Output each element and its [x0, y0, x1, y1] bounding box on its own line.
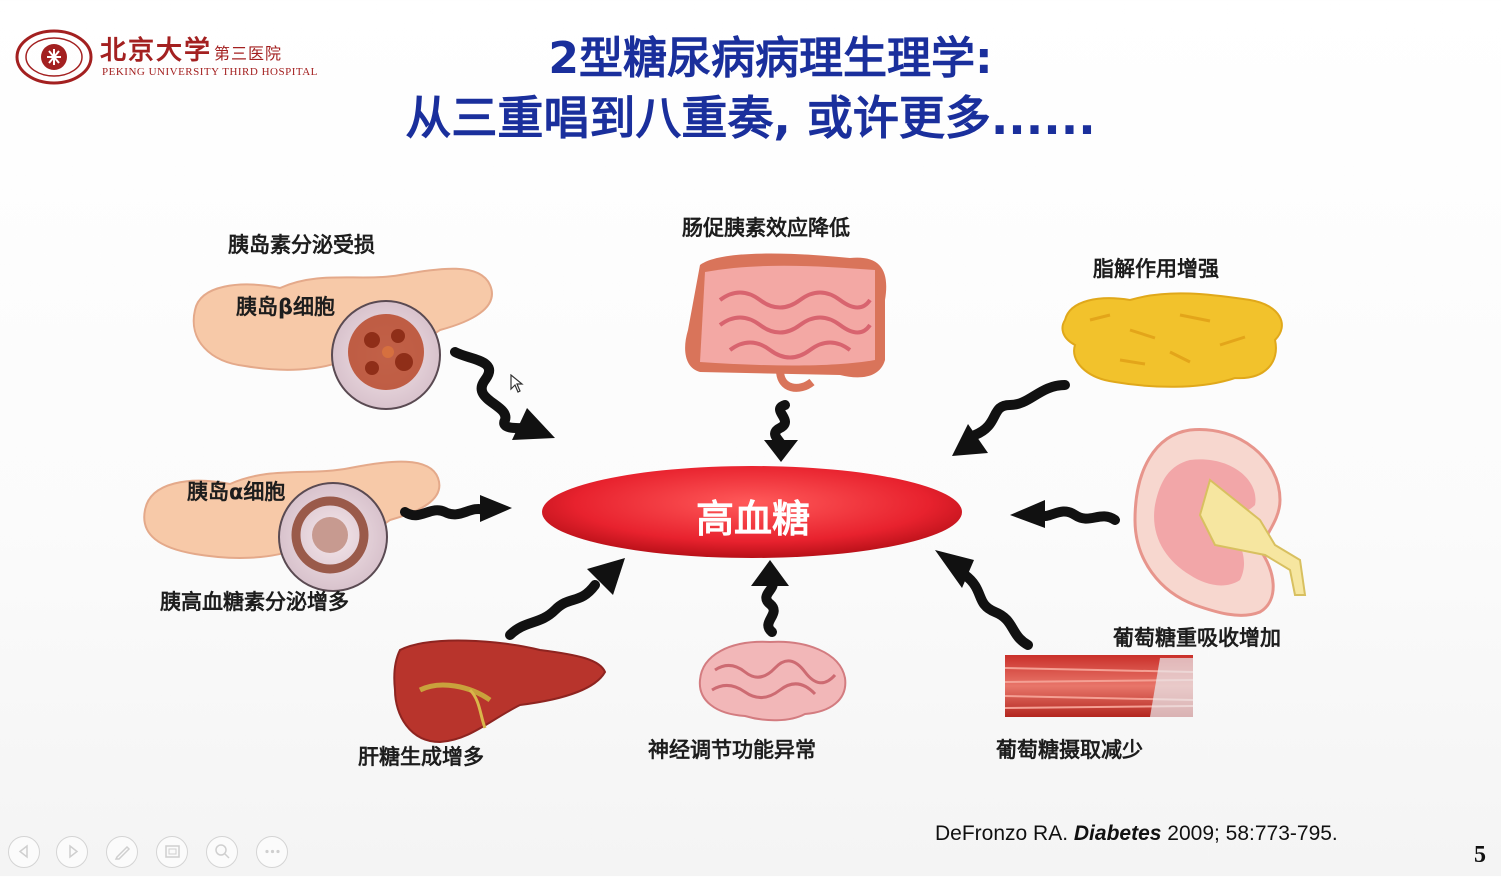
adipose-tissue-illustration	[1061, 292, 1283, 388]
muscle-illustration	[1004, 655, 1194, 717]
label-neuro-dysfunction: 神经调节功能异常	[648, 738, 816, 762]
mouse-cursor-icon	[510, 373, 524, 398]
beta-cell-circle	[331, 300, 441, 410]
arrow-heads	[480, 408, 1045, 595]
more-icon[interactable]	[256, 836, 288, 868]
label-alpha-cell: 胰岛α细胞	[187, 480, 286, 504]
label-glucagon-secretion: 胰高血糖素分泌增多	[160, 590, 349, 614]
zoom-icon[interactable]	[206, 836, 238, 868]
kidney-illustration	[1133, 428, 1307, 617]
hospital-name-cn: 北京大学第三医院	[100, 36, 283, 66]
prev-icon[interactable]	[8, 836, 40, 868]
hospital-name-cn-sub: 第三医院	[214, 44, 283, 63]
hospital-seal-logo	[14, 28, 94, 86]
pen-icon[interactable]	[106, 836, 138, 868]
intestine-illustration	[685, 253, 887, 392]
citation: DeFronzo RA. Diabetes 2009; 58:773-795.	[935, 822, 1338, 846]
label-glucose-reabsorption: 葡萄糖重吸收增加	[1113, 626, 1281, 650]
center-label-hyperglycemia: 高血糖	[695, 497, 810, 541]
citation-author: DeFronzo RA.	[935, 822, 1069, 845]
slide-title-line1: 2型糖尿病病理生理学:	[548, 33, 993, 84]
wavy-arrows	[400, 347, 1120, 650]
slide-number: 5	[1474, 842, 1486, 868]
citation-journal: Diabetes	[1073, 822, 1162, 845]
slide-title-line2: 从三重唱到八重奏, 或许更多......	[405, 91, 1096, 145]
hyperglycemia-ellipse	[542, 466, 962, 558]
citation-details: 2009; 58:773-795.	[1167, 822, 1338, 845]
liver-illustration	[393, 639, 607, 744]
label-glucose-uptake: 葡萄糖摄取减少	[996, 738, 1143, 762]
label-incretin-effect: 肠促胰素效应降低	[682, 216, 850, 240]
label-hepatic-glucose: 肝糖生成增多	[358, 745, 484, 769]
pancreas-top-illustration	[192, 267, 493, 371]
label-insulin-secretion: 胰岛素分泌受损	[228, 233, 375, 257]
label-beta-cell: 胰岛β细胞	[236, 295, 336, 319]
hospital-name-en: PEKING UNIVERSITY THIRD HOSPITAL	[102, 66, 318, 78]
play-icon[interactable]	[56, 836, 88, 868]
slides-icon[interactable]	[156, 836, 188, 868]
alpha-cell-circle	[278, 482, 388, 592]
brain-illustration	[698, 640, 847, 722]
label-lipolysis: 脂解作用增强	[1093, 257, 1219, 281]
